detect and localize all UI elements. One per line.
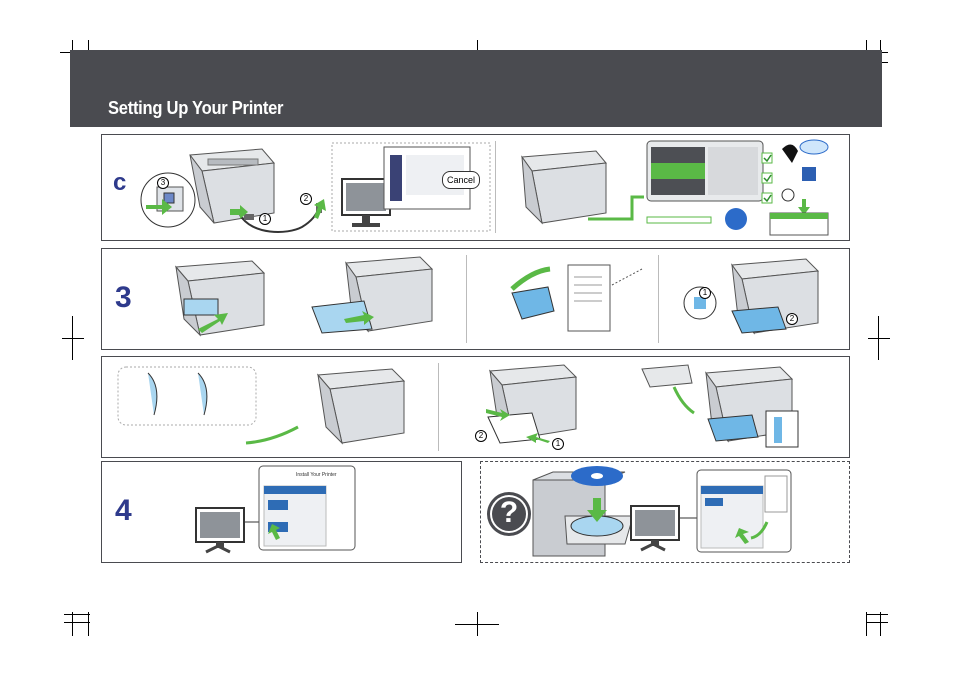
printer-icon <box>174 260 266 337</box>
panel-step-c: c Can <box>101 134 850 241</box>
callout-3: 3 <box>157 177 169 189</box>
step-3-illustrations <box>174 256 820 337</box>
question-mark: ? <box>499 496 519 529</box>
callout-1: 1 <box>552 438 564 450</box>
panel-step-3: 3 1 <box>101 248 850 350</box>
divider <box>466 255 467 343</box>
cancel-callout: Cancel <box>442 171 480 189</box>
panel-load-paper: 2 1 <box>101 356 850 458</box>
crop-mark <box>88 612 89 636</box>
crop-mark <box>72 612 73 636</box>
port-zoom-illustration <box>140 172 196 228</box>
crop-mark <box>866 612 867 636</box>
callout-1: 1 <box>699 287 711 299</box>
callout-2: 2 <box>475 430 487 442</box>
step-label-4: 4 <box>115 494 132 527</box>
clock-icon <box>781 188 795 202</box>
page-title: Setting Up Your Printer <box>108 98 284 118</box>
step-label-c: c <box>113 169 127 196</box>
divider <box>495 141 496 233</box>
crop-mark <box>64 614 90 615</box>
printer-icon <box>189 148 275 224</box>
crop-mark <box>866 622 888 623</box>
panel-troubleshoot: ? <box>480 461 850 563</box>
header-bar: Setting Up Your Printer <box>70 50 882 127</box>
step-4-illustrations <box>195 465 356 554</box>
question-icon <box>487 492 531 536</box>
callout-2: 2 <box>300 193 312 205</box>
monitor-icon <box>630 505 680 552</box>
crop-mark <box>455 624 499 625</box>
calendar-icon <box>802 167 816 181</box>
step-label-3: 3 <box>115 281 132 314</box>
speech-icon <box>782 139 829 163</box>
callout-2: 2 <box>786 313 798 325</box>
printer-icon <box>521 150 607 225</box>
load-paper-illustrations <box>117 364 799 448</box>
crop-mark <box>866 614 888 615</box>
step-c-right-illustrations <box>521 139 829 236</box>
divider <box>438 363 439 451</box>
crop-mark <box>868 338 890 339</box>
panel-step-4: 4 Install Your Printer <box>101 461 462 563</box>
monitor-icon <box>195 507 245 554</box>
printer-icon <box>316 368 406 445</box>
install-title: Install Your Printer <box>296 472 337 478</box>
cd-disc-icon <box>571 466 623 486</box>
crop-mark <box>64 622 90 623</box>
crop-mark <box>62 338 84 339</box>
crop-mark <box>880 612 881 636</box>
cancel-button[interactable]: Cancel <box>446 175 475 185</box>
divider <box>658 255 659 343</box>
callout-1: 1 <box>259 213 271 225</box>
troubleshoot-illustrations <box>487 466 792 557</box>
